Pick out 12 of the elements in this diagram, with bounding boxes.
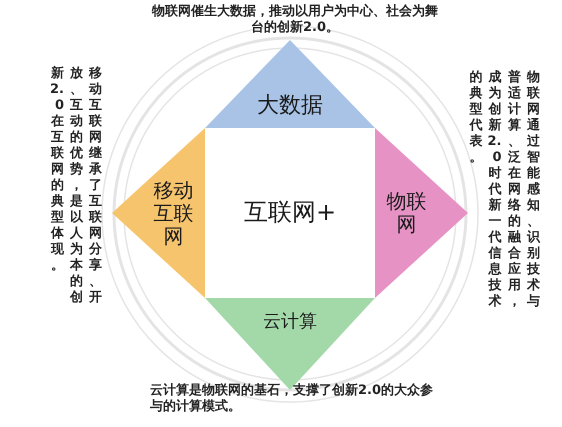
segment-label: 互联网+ (244, 199, 336, 227)
triangle-segment (375, 128, 468, 298)
description-text: 云计算是物联网的基石，支撑了创新2.0的大众参与的计算模式。 (150, 383, 434, 415)
triangle-segment (205, 40, 375, 128)
description-text: 物联网催生大数据，推动以用户为中心、社会为舞台的创新2.0。 (150, 4, 439, 36)
segment-label: 大数据 (257, 92, 323, 118)
segment-label: 物联网 (386, 190, 428, 236)
description-text: 移动互联网继承了互联网分享、开放、互动的优势，是以人为本的创新2.0在互联网的典型体现。 (49, 66, 102, 306)
triangle-segment (112, 128, 205, 298)
segment-label: 云计算 (263, 312, 317, 333)
description-text: 物联网通过智能感知、识别技术与普适计算、泛在网络的融合应用，成为创新2.0时代新一代信息技术的典型代表。 (468, 70, 540, 310)
segment-label: 移动互联网 (152, 178, 194, 248)
